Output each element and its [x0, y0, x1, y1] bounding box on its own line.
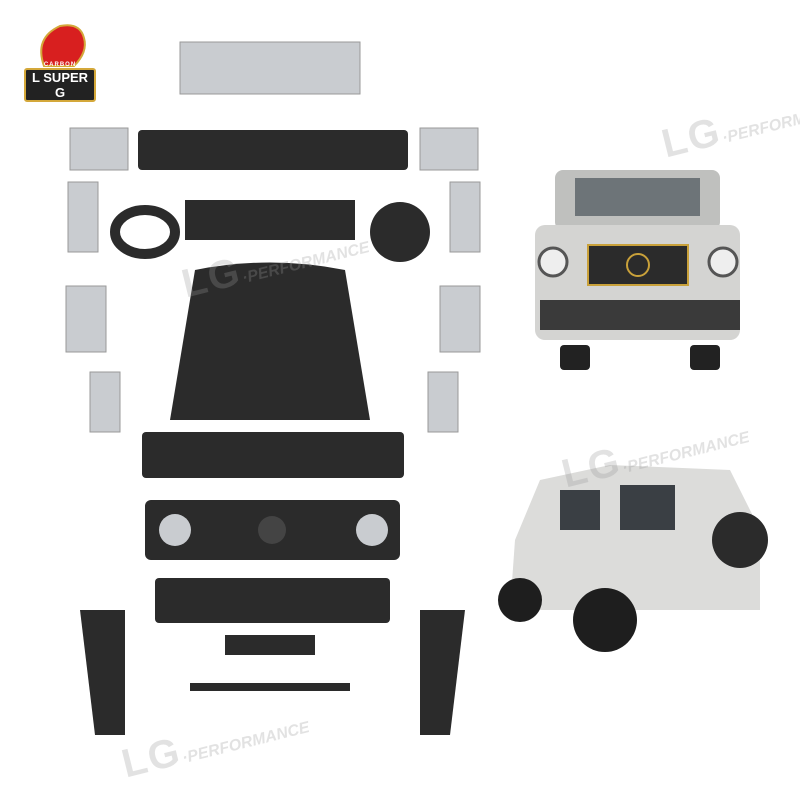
spare-wheel-cover: [370, 202, 430, 262]
roof-panel: [179, 41, 361, 95]
logo-carbon: CARBON: [43, 62, 77, 68]
panel: [427, 371, 459, 433]
front-bumper: [142, 432, 404, 478]
rear-bumper: [138, 130, 408, 170]
grille-insert: [225, 635, 315, 655]
wheel-ring: [110, 205, 180, 259]
car-rear-view: [498, 465, 768, 652]
panel: [89, 371, 121, 433]
fender-right: [420, 610, 465, 735]
brand-logo: CARBON L SUPER G: [24, 18, 96, 102]
hood: [170, 262, 370, 420]
fender-left: [80, 610, 125, 735]
trim-strip: [190, 683, 350, 691]
panel: [69, 127, 129, 171]
rear-diffuser: [185, 200, 355, 240]
panel: [65, 285, 107, 353]
panel: [419, 127, 479, 171]
horse-head-icon: [40, 24, 86, 67]
panel: [449, 181, 481, 253]
logo-brand: L SUPER G: [24, 68, 96, 102]
car-front-view: [535, 170, 740, 370]
panel: [439, 285, 481, 353]
panel: [67, 181, 99, 253]
lower-diffuser: [155, 578, 390, 623]
